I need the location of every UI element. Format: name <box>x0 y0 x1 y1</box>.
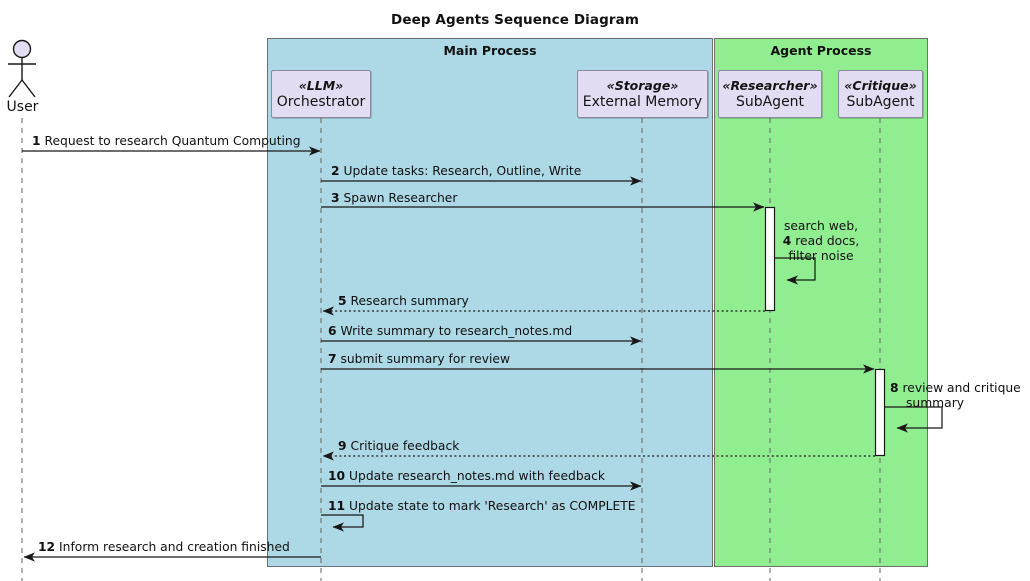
message-label-9: 9 Critique feedback <box>338 439 459 453</box>
participant-critique-name: SubAgent <box>846 94 915 110</box>
message-number-1: 1 <box>32 134 41 148</box>
participant-researcher-subagent[interactable]: «Researcher» SubAgent <box>718 70 822 118</box>
participant-external-memory-name: External Memory <box>582 94 703 110</box>
participant-external-memory[interactable]: «Storage» External Memory <box>577 70 708 118</box>
lifelines <box>21 118 881 581</box>
participant-critique-stereotype: «Critique» <box>844 78 917 93</box>
activation-critique <box>874 368 886 457</box>
participant-critique-subagent[interactable]: «Critique» SubAgent <box>838 70 923 118</box>
message-number-12: 12 <box>38 540 56 554</box>
self-message-note-4: search web, 4 read docs, filter noise <box>766 219 876 264</box>
message-label-12: 12 Inform research and creation finished <box>38 540 290 554</box>
message-number-4: 4 <box>782 234 792 248</box>
participant-researcher-stereotype: «Researcher» <box>722 78 818 93</box>
actor-user-label: User <box>6 99 39 115</box>
self-note-8-line-2: summary <box>906 396 965 410</box>
group-box-title-main-process: Main Process <box>443 43 537 58</box>
message-number-2: 2 <box>331 164 340 178</box>
participant-orchestrator-name: Orchestrator <box>276 94 366 110</box>
message-text-6: Write summary to research_notes.md <box>340 324 573 338</box>
message-number-9: 9 <box>338 439 347 453</box>
group-box-title-agent-process: Agent Process <box>770 43 872 58</box>
message-label-6: 6 Write summary to research_notes.md <box>328 324 572 338</box>
message-number-8: 8 <box>890 381 899 395</box>
message-text-10: Update research_notes.md with feedback <box>349 469 606 483</box>
self-message-note-8: 8 review and critique summary <box>890 381 1030 411</box>
message-number-6: 6 <box>328 324 337 338</box>
message-label-11: 11 Update state to mark 'Research' as CO… <box>328 499 636 513</box>
activation-bars <box>764 206 886 457</box>
participant-external-memory-stereotype: «Storage» <box>606 78 679 93</box>
message-text-11: Update state to mark 'Research' as COMPL… <box>349 499 636 513</box>
message-text-2: Update tasks: Research, Outline, Write <box>343 164 582 178</box>
message-arrow-8-self <box>885 406 943 433</box>
message-arrow-4-self <box>775 257 816 285</box>
self-note-8-line-1: review and critique <box>902 381 1021 395</box>
actor-user-figure <box>8 39 36 98</box>
self-note-4-line-1: search web, <box>783 219 859 233</box>
participant-orchestrator[interactable]: «LLM» Orchestrator <box>271 70 371 118</box>
group-box-agent-process <box>714 38 928 567</box>
message-number-11: 11 <box>328 499 346 513</box>
message-text-1: Request to research Quantum Computing <box>44 134 301 148</box>
participant-orchestrator-stereotype: «LLM» <box>298 78 344 93</box>
page-title: Deep Agents Sequence Diagram <box>391 12 639 28</box>
message-text-12: Inform research and creation finished <box>59 540 290 554</box>
message-label-5: 5 Research summary <box>338 294 469 308</box>
message-number-3: 3 <box>331 191 340 205</box>
group-box-main-process <box>267 38 713 567</box>
self-note-4-line-3: filter noise <box>788 249 854 263</box>
message-text-7: submit summary for review <box>340 352 511 366</box>
message-arrows <box>22 146 943 562</box>
message-text-5: Research summary <box>350 294 469 308</box>
activation-researcher <box>764 206 776 312</box>
message-number-5: 5 <box>338 294 347 308</box>
message-text-9: Critique feedback <box>350 439 460 453</box>
message-text-3: Spawn Researcher <box>343 191 458 205</box>
message-number-10: 10 <box>328 469 346 483</box>
self-note-4-line-2: read docs, <box>795 234 860 248</box>
message-label-2: 2 Update tasks: Research, Outline, Write <box>331 164 581 178</box>
message-number-7: 7 <box>328 352 337 366</box>
message-label-7: 7 submit summary for review <box>328 352 510 366</box>
message-label-3: 3 Spawn Researcher <box>331 191 457 205</box>
message-arrow-11-self <box>321 514 364 532</box>
message-label-10: 10 Update research_notes.md with feedbac… <box>328 469 605 483</box>
participant-researcher-name: SubAgent <box>735 94 805 110</box>
message-label-1: 1 Request to research Quantum Computing <box>32 134 301 148</box>
